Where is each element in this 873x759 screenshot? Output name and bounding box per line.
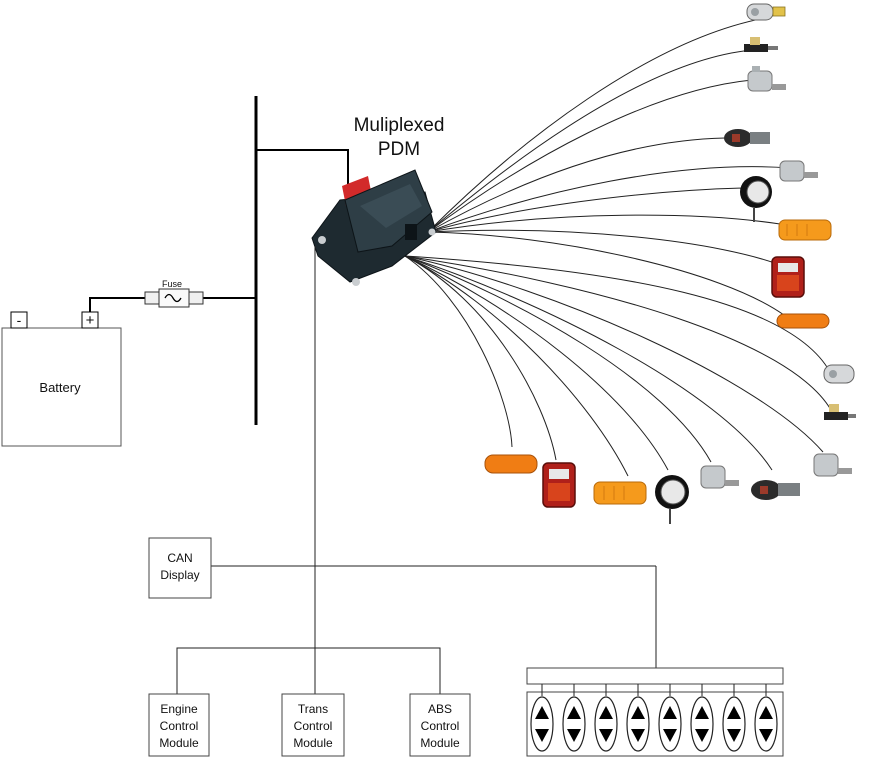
amber-marker-lamp-icon (776, 313, 830, 329)
down-arrow-icon (727, 729, 741, 742)
keypad-button[interactable] (690, 684, 714, 752)
fuse: Fuse (144, 279, 204, 308)
keypad-button-shell[interactable] (722, 696, 746, 752)
actuator-icon (744, 37, 778, 52)
engine-module-line1: Engine (160, 702, 198, 716)
abs-module-line2: Control (421, 719, 460, 733)
trans-module-line1: Trans (298, 702, 328, 716)
keypad-button-shell[interactable] (594, 696, 618, 752)
up-arrow-icon (727, 706, 741, 719)
fuse-label: Fuse (162, 279, 182, 289)
up-arrow-icon (759, 706, 773, 719)
solenoid-icon (813, 453, 852, 477)
window-motor-icon (823, 364, 855, 384)
keypad-button-shell[interactable] (562, 696, 586, 752)
keypad-button-shell[interactable] (754, 696, 778, 752)
trans-module-line2: Control (294, 719, 333, 733)
keypad-button[interactable] (530, 684, 554, 752)
keypad-button-shell[interactable] (690, 696, 714, 752)
work-light-icon (740, 176, 772, 222)
down-arrow-icon (535, 729, 549, 742)
pdm-title-line2: PDM (378, 139, 420, 160)
bus-to-pdm-wire (256, 149, 349, 190)
fuse-wave-icon (164, 293, 182, 303)
keypad-button-shell[interactable] (658, 696, 682, 752)
battery-positive-terminal (81, 311, 99, 329)
up-arrow-icon (695, 706, 709, 719)
keypad-button-shell[interactable] (530, 696, 554, 752)
engine-control-module: Engine Control Module (148, 693, 210, 757)
amber-marker-lamp-icon (484, 454, 538, 474)
keypad-header-bar (526, 667, 784, 685)
actuator-icon (824, 404, 856, 420)
keypad-button[interactable] (562, 684, 586, 752)
up-arrow-icon (599, 706, 613, 719)
keypad-button[interactable] (658, 684, 682, 752)
solenoid-icon (700, 465, 739, 489)
down-arrow-icon (599, 729, 613, 742)
pdm-title-line1: Muliplexed (354, 115, 445, 136)
down-arrow-icon (695, 729, 709, 742)
solenoid-icon (747, 66, 786, 92)
up-arrow-icon (535, 706, 549, 719)
can-display: CAN Display (148, 537, 212, 599)
keypad-button[interactable] (594, 684, 618, 752)
battery-minus-sign: - (17, 312, 22, 328)
amber-marker-lamp-icon (593, 481, 647, 505)
abs-module-line3: Module (420, 736, 460, 750)
engine-module-line3: Module (159, 736, 199, 750)
pdm-unit (311, 169, 437, 286)
down-arrow-icon (631, 729, 645, 742)
down-arrow-icon (663, 729, 677, 742)
work-light-icon (655, 475, 689, 524)
amber-marker-lamp-icon (778, 219, 832, 241)
switch-keypad (526, 667, 784, 757)
keypad-button[interactable] (626, 684, 650, 752)
abs-module-line1: ABS (428, 702, 452, 716)
solenoid-icon (779, 160, 818, 182)
battery-negative-terminal (10, 311, 28, 329)
keypad-button-shell[interactable] (626, 696, 650, 752)
keypad-button[interactable] (754, 684, 778, 752)
pdm-output-wires-top (427, 17, 791, 316)
battery-label: Battery (39, 380, 81, 395)
trans-control-module: Trans Control Module (281, 693, 345, 757)
up-arrow-icon (663, 706, 677, 719)
tail-lamp-icon (542, 462, 576, 508)
window-motor-icon (751, 480, 800, 500)
trans-module-line3: Module (293, 736, 333, 750)
down-arrow-icon (567, 729, 581, 742)
up-arrow-icon (567, 706, 581, 719)
abs-control-module: ABS Control Module (409, 693, 471, 757)
tail-lamp-icon (771, 256, 805, 298)
window-motor-icon (724, 129, 770, 147)
pdm-output-wires-bottom (404, 255, 832, 477)
can-display-line2: Display (160, 568, 199, 582)
module-bus (176, 647, 441, 694)
battery: - + Battery (1, 311, 122, 447)
window-motor-icon (746, 3, 786, 21)
keypad-buttons (530, 684, 778, 752)
keypad-button[interactable] (722, 684, 746, 752)
up-arrow-icon (631, 706, 645, 719)
battery-plus-sign: + (86, 312, 95, 329)
battery-positive-wire (89, 297, 145, 312)
can-display-line1: CAN (167, 551, 192, 565)
down-arrow-icon (759, 729, 773, 742)
engine-module-line2: Control (160, 719, 199, 733)
